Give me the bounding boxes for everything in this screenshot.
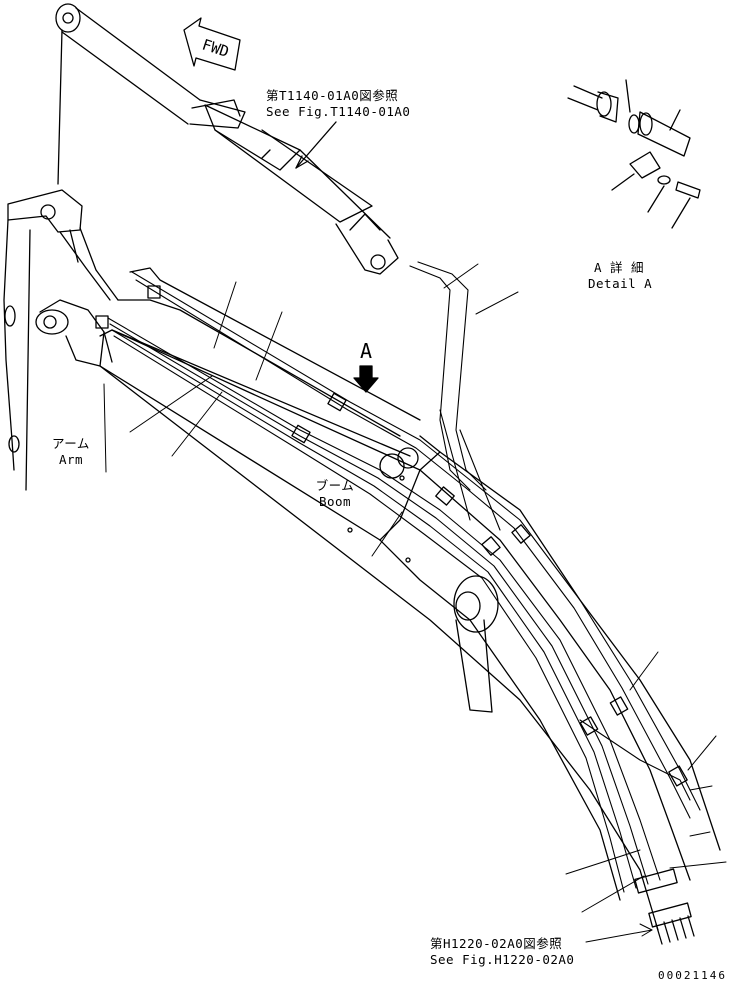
fwd-text: FWD — [200, 35, 231, 60]
leader-lines — [103, 263, 727, 943]
arm-body — [35, 267, 441, 541]
ref-top-arrowhead — [295, 155, 309, 169]
arm-label-jp: アーム — [52, 436, 90, 451]
hydraulic-pipes — [107, 261, 701, 893]
fwd-arrow: FWD — [183, 17, 241, 71]
boom-body — [99, 365, 721, 931]
drawing-number: 00021146 — [658, 969, 727, 982]
detail-a-parts — [567, 79, 701, 229]
ref-top-leader — [295, 121, 337, 169]
arm-cylinder — [55, 3, 399, 275]
ref-top-en: See Fig.T1140-01A0 — [266, 104, 411, 119]
ref-bottom-jp: 第H1220-02A0図参照 — [430, 936, 563, 951]
pipe-clamps — [95, 285, 692, 928]
ref-top-jp: 第T1140-01A0図参照 — [266, 88, 399, 103]
ref-bottom-en: See Fig.H1220-02A0 — [430, 952, 575, 967]
pipe-ends — [655, 915, 695, 945]
detail-a-jp: A 詳 細 — [593, 260, 645, 275]
arrow-a-text: A — [360, 339, 372, 363]
boom-label-en: Boom — [318, 494, 352, 509]
arrow-a: A — [353, 339, 379, 393]
arm-label-en: Arm — [58, 452, 84, 467]
detail-a-en: Detail A — [588, 276, 653, 291]
boom-label-jp: ブーム — [315, 478, 355, 493]
boom-root-bracket — [3, 189, 119, 491]
